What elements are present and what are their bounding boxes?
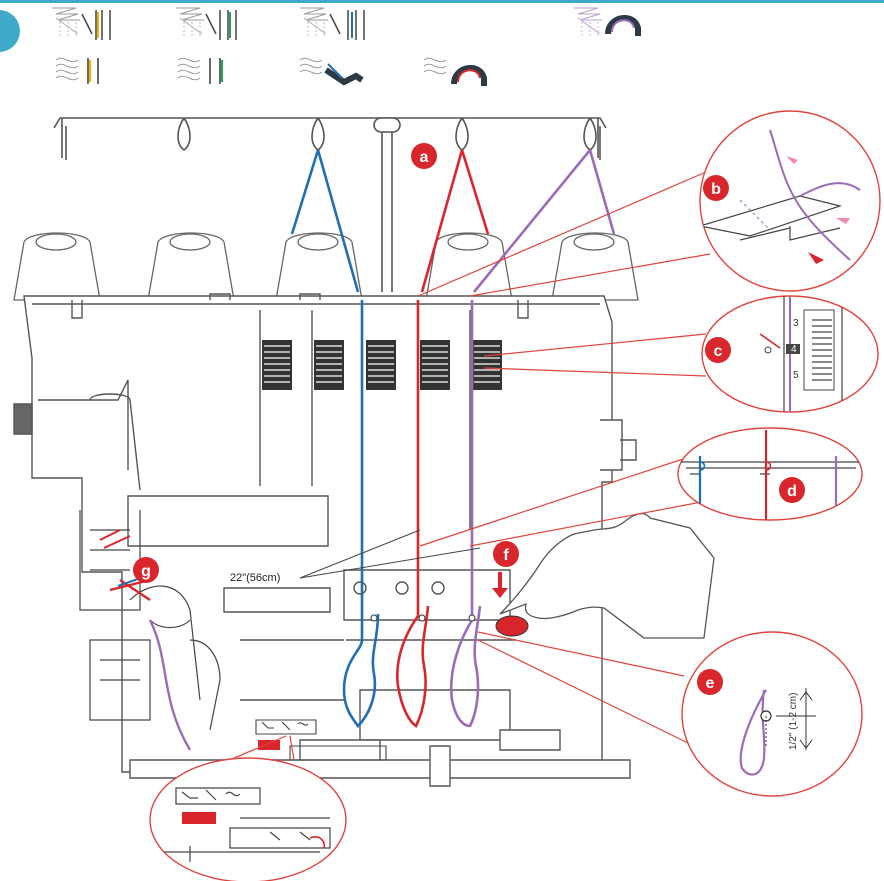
svg-text:b: b xyxy=(711,181,721,198)
tension-scale-5: 5 xyxy=(793,370,799,381)
tail-length-label: 1/2" (1-2 cm) xyxy=(788,693,799,750)
foot-red-icon xyxy=(423,57,487,86)
thread-purple xyxy=(449,149,616,728)
thread-stand xyxy=(53,117,607,292)
label-b: b xyxy=(703,175,729,201)
svg-text:g: g xyxy=(141,563,151,580)
tension-scale-4: 4 xyxy=(791,344,797,355)
svg-text:d: d xyxy=(787,483,797,500)
tension-scale-3: 3 xyxy=(793,318,799,329)
thread-length-indicator xyxy=(299,529,481,579)
label-f: f xyxy=(493,541,519,567)
stitch-blue-icon xyxy=(300,7,365,40)
callout-b-bubble xyxy=(699,110,881,292)
label-c: c xyxy=(705,337,731,363)
tension-dials xyxy=(262,340,502,390)
svg-text:c: c xyxy=(714,343,723,360)
callout-g-bubble xyxy=(149,757,347,881)
stitch-green-small-icon xyxy=(177,57,224,84)
label-a: a xyxy=(411,143,437,169)
label-e: e xyxy=(697,669,723,695)
slider-red xyxy=(182,812,216,824)
callout-lines xyxy=(205,171,713,771)
svg-text:f: f xyxy=(503,547,509,564)
thread-cones xyxy=(13,232,639,301)
foot-blue-icon xyxy=(299,57,364,86)
svg-text:e: e xyxy=(706,675,715,692)
step-badge xyxy=(0,10,20,52)
thread-length-label: 22"(56cm) xyxy=(230,572,280,584)
stitch-selector-area xyxy=(255,719,387,761)
label-g: g xyxy=(133,557,159,583)
thread-blue xyxy=(290,149,380,729)
coverstitch-purple-icon xyxy=(574,7,641,38)
looper-mechanism xyxy=(79,510,221,751)
stitch-green-icon xyxy=(176,7,237,40)
needle-eyes xyxy=(370,614,476,622)
label-d: d xyxy=(779,477,805,503)
hand-pressing-button xyxy=(492,512,715,639)
stitch-yellow-small-icon xyxy=(55,57,99,84)
stitch-yellow-icon xyxy=(52,7,111,40)
svg-text:a: a xyxy=(420,149,429,166)
callout-d-bubble xyxy=(677,427,863,521)
callout-e-bubble: 1/2" (1-2 cm) xyxy=(681,631,863,797)
callout-c-bubble: 3 4 5 xyxy=(701,295,879,413)
top-rule xyxy=(0,0,884,3)
thread-red xyxy=(396,149,490,728)
